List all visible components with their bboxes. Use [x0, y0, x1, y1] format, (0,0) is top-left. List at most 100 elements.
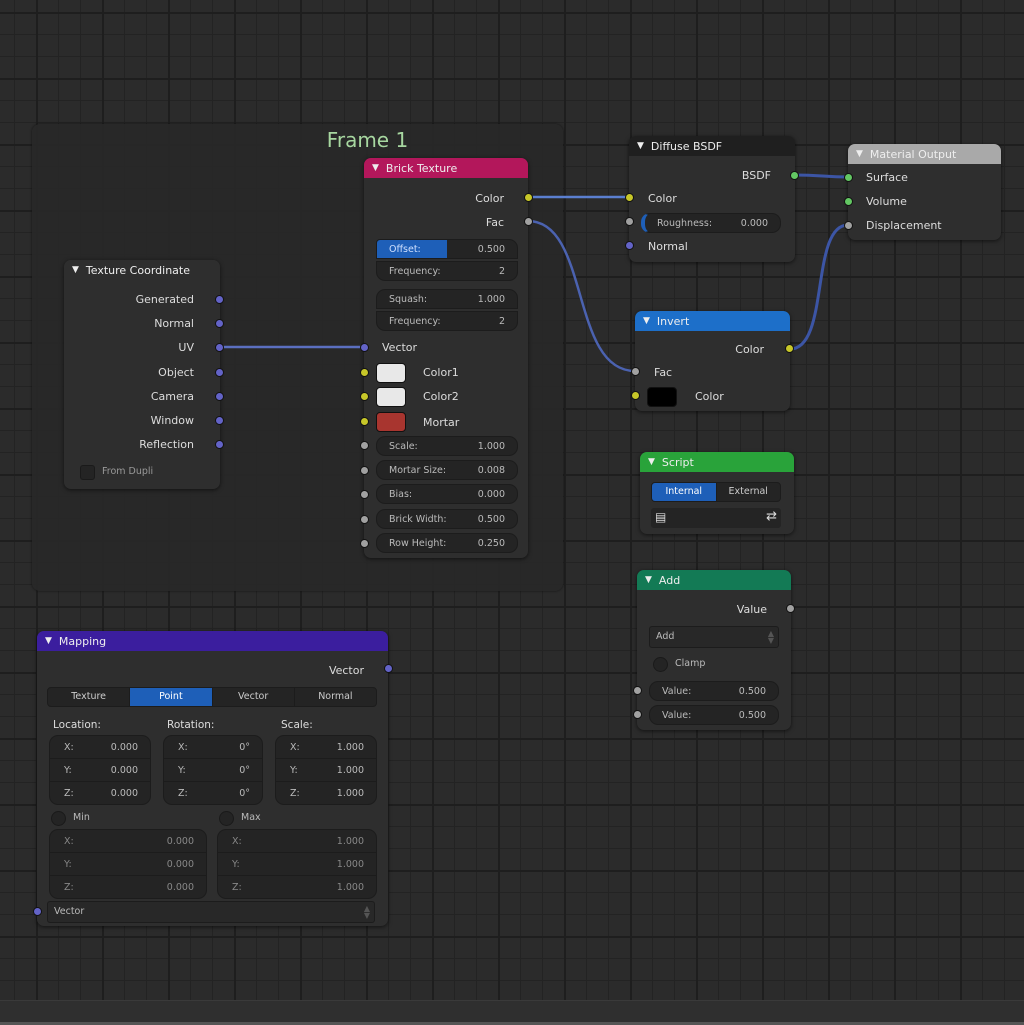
socket-bsdf-out[interactable] [790, 171, 799, 180]
node-header[interactable]: ▼ Material Output [848, 144, 1001, 164]
node-header[interactable]: ▼ Texture Coordinate [64, 260, 220, 280]
max-x[interactable]: X:1.000 [218, 830, 376, 853]
socket-camera[interactable] [215, 392, 224, 401]
collapse-triangle-icon[interactable]: ▼ [645, 575, 652, 585]
socket-color-in[interactable] [625, 193, 634, 202]
max-fields[interactable]: X:1.000 Y:1.000 Z:1.000 [217, 829, 377, 899]
rotation-x[interactable]: X:0° [164, 736, 262, 759]
rotation-y[interactable]: Y:0° [164, 759, 262, 782]
socket-bias-in[interactable] [360, 490, 369, 499]
socket-fac-in[interactable] [631, 367, 640, 376]
collapse-triangle-icon[interactable]: ▼ [45, 636, 52, 646]
squash-frequency-field[interactable]: Frequency: 2 [376, 311, 518, 331]
node-invert[interactable]: ▼ Invert Color Fac Color [631, 311, 794, 411]
socket-vector-out[interactable] [384, 664, 393, 673]
socket-uv[interactable] [215, 343, 224, 352]
socket-displacement-in[interactable] [844, 221, 853, 230]
refresh-icon[interactable]: ⇄ [766, 509, 777, 524]
location-z[interactable]: Z:0.000 [50, 782, 150, 804]
min-y[interactable]: Y:0.000 [50, 853, 206, 876]
collapse-triangle-icon[interactable]: ▼ [648, 457, 655, 467]
socket-value2-in[interactable] [633, 710, 642, 719]
min-fields[interactable]: X:0.000 Y:0.000 Z:0.000 [49, 829, 207, 899]
socket-volume-in[interactable] [844, 197, 853, 206]
type-normal[interactable]: Normal [318, 691, 353, 702]
script-datablock-field[interactable]: ▤ ⇄ [651, 508, 781, 528]
socket-mortar-size-in[interactable] [360, 466, 369, 475]
max-checkbox[interactable] [219, 811, 234, 826]
socket-mortar-in[interactable] [360, 417, 369, 426]
socket-vector-in[interactable] [360, 343, 369, 352]
mode-external[interactable]: External [728, 486, 768, 497]
node-header[interactable]: ▼ Script [640, 452, 794, 472]
color-swatch[interactable] [647, 387, 677, 407]
collapse-triangle-icon[interactable]: ▼ [72, 265, 79, 275]
node-header[interactable]: ▼ Brick Texture [364, 158, 528, 178]
offset-field[interactable]: Offset: 0.500 [376, 239, 518, 259]
node-add[interactable]: ▼ Add Value Add ▲▼ Clamp Value: 0.500 Va… [633, 570, 795, 730]
scale-fields[interactable]: X:1.000 Y:1.000 Z:1.000 [275, 735, 377, 805]
socket-roughness-in[interactable] [625, 217, 634, 226]
node-brick-texture[interactable]: ▼ Brick Texture Color Fac Offset: 0.500 … [360, 158, 533, 558]
socket-color-out[interactable] [524, 193, 533, 202]
roughness-field[interactable]: Roughness: 0.000 [641, 213, 781, 233]
rotation-z[interactable]: Z:0° [164, 782, 262, 804]
node-header[interactable]: ▼ Invert [635, 311, 790, 331]
type-vector[interactable]: Vector [213, 688, 295, 706]
location-fields[interactable]: X:0.000 Y:0.000 Z:0.000 [49, 735, 151, 805]
socket-surface-in[interactable] [844, 173, 853, 182]
location-x[interactable]: X:0.000 [50, 736, 150, 759]
node-mapping[interactable]: ▼ Mapping Vector Texture Point Vector No… [33, 631, 393, 926]
collapse-triangle-icon[interactable]: ▼ [372, 163, 379, 173]
squash-field[interactable]: Squash: 1.000 [376, 289, 518, 309]
from-dupli-checkbox[interactable] [80, 465, 95, 480]
socket-brick-width-in[interactable] [360, 515, 369, 524]
scale-field[interactable]: Scale: 1.000 [376, 436, 518, 456]
node-header[interactable]: ▼ Add [637, 570, 791, 590]
mapping-type-selector[interactable]: Texture Point Vector Normal [47, 687, 377, 707]
collapse-triangle-icon[interactable]: ▼ [637, 141, 644, 151]
node-script[interactable]: ▼ Script Internal External ▤ ⇄ [640, 452, 794, 534]
value2-field[interactable]: Value: 0.500 [649, 705, 779, 725]
max-z[interactable]: Z:1.000 [218, 876, 376, 898]
clamp-checkbox[interactable] [653, 657, 668, 672]
scale-x[interactable]: X:1.000 [276, 736, 376, 759]
socket-color1-in[interactable] [360, 368, 369, 377]
socket-normal[interactable] [215, 319, 224, 328]
socket-fac-out[interactable] [524, 217, 533, 226]
rotation-fields[interactable]: X:0° Y:0° Z:0° [163, 735, 263, 805]
collapse-triangle-icon[interactable]: ▼ [643, 316, 650, 326]
location-y[interactable]: Y:0.000 [50, 759, 150, 782]
socket-scale-in[interactable] [360, 441, 369, 450]
max-y[interactable]: Y:1.000 [218, 853, 376, 876]
value1-field[interactable]: Value: 0.500 [649, 681, 779, 701]
bias-field[interactable]: Bias: 0.000 [376, 484, 518, 504]
node-material-output[interactable]: ▼ Material Output Surface Volume Displac… [844, 144, 1001, 240]
type-texture[interactable]: Texture [48, 688, 131, 706]
node-header[interactable]: ▼ Diffuse BSDF [629, 136, 795, 156]
scale-z[interactable]: Z:1.000 [276, 782, 376, 804]
vector-input-field[interactable]: Vector ▲▼ [47, 901, 375, 923]
script-mode-selector[interactable]: Internal External [651, 482, 781, 502]
scale-y[interactable]: Y:1.000 [276, 759, 376, 782]
socket-color-in[interactable] [631, 391, 640, 400]
collapse-triangle-icon[interactable]: ▼ [856, 149, 863, 159]
operation-dropdown[interactable]: Add ▲▼ [649, 626, 779, 648]
min-z[interactable]: Z:0.000 [50, 876, 206, 898]
min-x[interactable]: X:0.000 [50, 830, 206, 853]
type-point[interactable]: Point [130, 688, 213, 706]
socket-object[interactable] [215, 368, 224, 377]
socket-normal-in[interactable] [625, 241, 634, 250]
row-height-field[interactable]: Row Height: 0.250 [376, 533, 518, 553]
color2-swatch[interactable] [376, 387, 406, 407]
brick-width-field[interactable]: Brick Width: 0.500 [376, 509, 518, 529]
node-diffuse-bsdf[interactable]: ▼ Diffuse BSDF BSDF Color Roughness: 0.0… [625, 136, 799, 262]
mortar-swatch[interactable] [376, 412, 406, 432]
color1-swatch[interactable] [376, 363, 406, 383]
socket-window[interactable] [215, 416, 224, 425]
node-header[interactable]: ▼ Mapping [37, 631, 388, 651]
socket-color-out[interactable] [785, 344, 794, 353]
mode-internal[interactable]: Internal [652, 483, 717, 501]
socket-reflection[interactable] [215, 440, 224, 449]
socket-color2-in[interactable] [360, 392, 369, 401]
